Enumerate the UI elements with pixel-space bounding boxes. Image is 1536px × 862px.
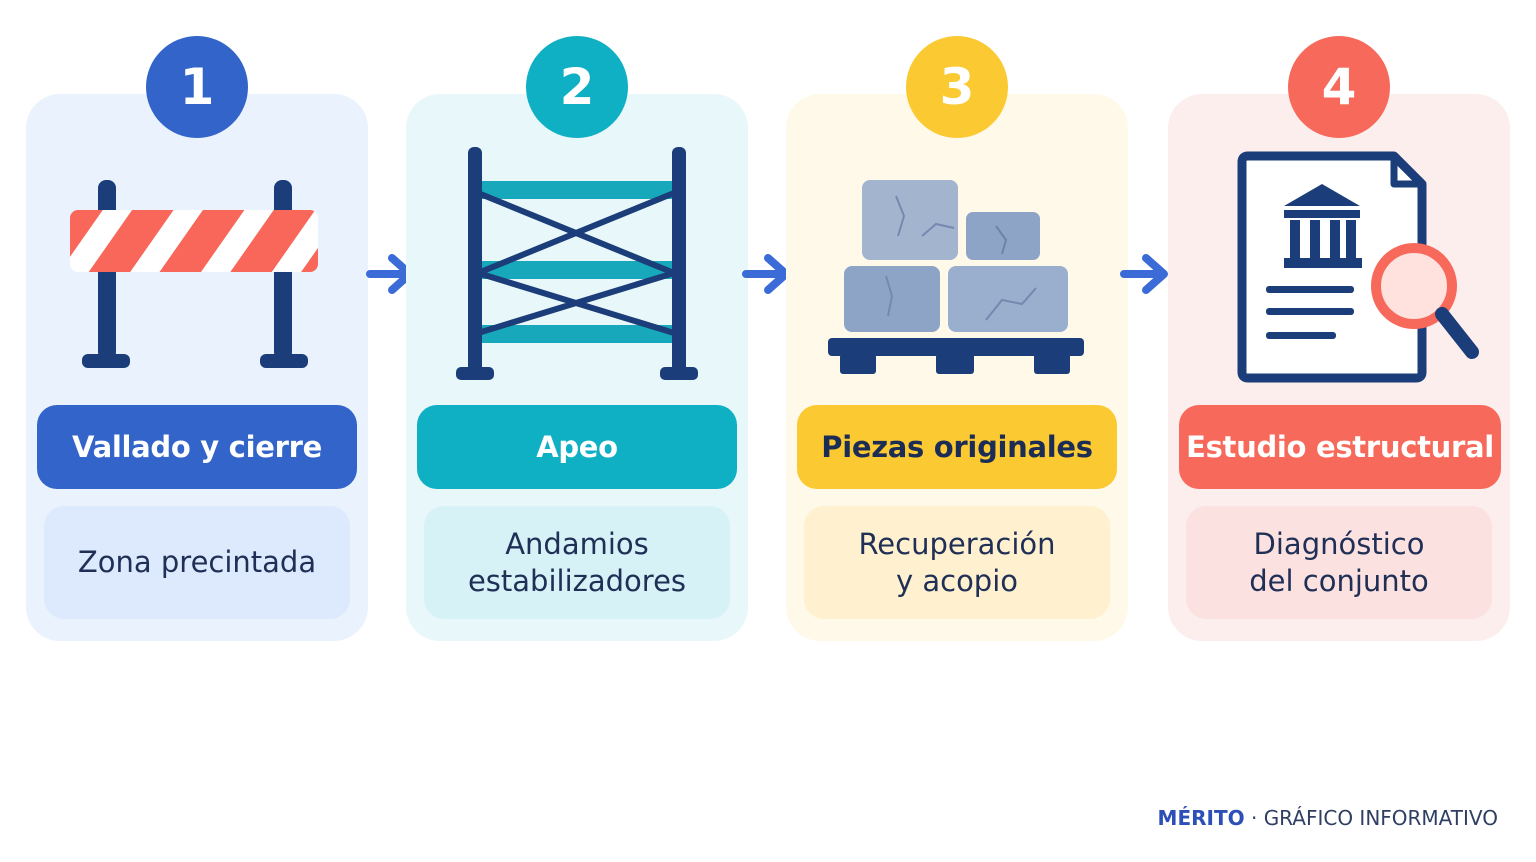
document-search-icon <box>1237 151 1479 383</box>
stone-pallet-icon <box>828 180 1084 374</box>
step-subtitle-1: Zona precintada <box>44 506 350 619</box>
footer-credit: MÉRITO · GRÁFICO INFORMATIVO <box>1158 806 1498 830</box>
step-title-1: Vallado y cierre <box>37 405 357 489</box>
step-title-4: Estudio estructural <box>1179 405 1501 489</box>
step-title-2: Apeo <box>417 405 737 489</box>
arrow-right-icon <box>1120 254 1168 294</box>
footer-separator: · <box>1244 806 1264 830</box>
step-subtitle-3: Recuperación y acopio <box>804 506 1110 619</box>
step-title-3: Piezas originales <box>797 405 1117 489</box>
step-subtitle-2: Andamios estabilizadores <box>424 506 730 619</box>
step-number-badge-4: 4 <box>1288 36 1390 138</box>
footer-label: GRÁFICO INFORMATIVO <box>1263 806 1498 830</box>
step-number-badge-2: 2 <box>526 36 628 138</box>
step-number-badge-1: 1 <box>146 36 248 138</box>
scaffolding-icon <box>456 147 698 380</box>
step-subtitle-4: Diagnóstico del conjunto <box>1186 506 1492 619</box>
step-number-badge-3: 3 <box>906 36 1008 138</box>
barrier-icon <box>70 180 318 368</box>
footer-brand: MÉRITO <box>1157 806 1245 830</box>
